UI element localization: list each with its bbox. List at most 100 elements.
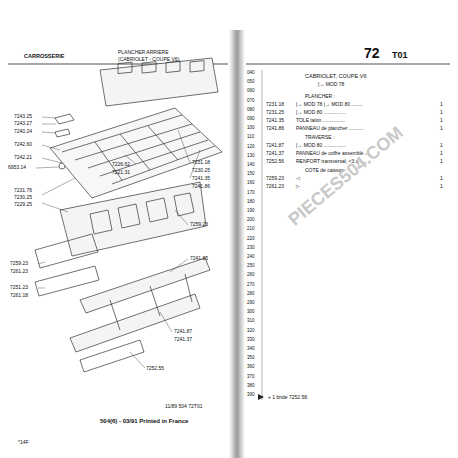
- line-number: 240: [247, 255, 255, 260]
- header-rule: [246, 64, 450, 65]
- parts-table-cell: 1: [440, 159, 443, 164]
- callout-number: 7240.24: [14, 129, 32, 134]
- callout-number: 7252.55: [146, 366, 164, 371]
- line-number: 340: [247, 347, 255, 352]
- parts-table-cell: ▷: [296, 184, 300, 189]
- callout-number: 7241.35: [192, 176, 210, 181]
- parts-table-cell: 1: [440, 143, 443, 148]
- callout-number: 7261.18: [10, 293, 28, 298]
- line-number: 210: [247, 227, 255, 232]
- column-rule: [262, 70, 263, 400]
- parts-table-cell: 1: [440, 102, 443, 107]
- line-number: 330: [247, 338, 255, 343]
- page-footer: 11/89 504 72T01: [165, 404, 202, 409]
- callout-number: 7231.18: [192, 160, 210, 165]
- line-number: 130: [247, 154, 255, 159]
- parts-table-cell: PANNEAU de plancher ...........: [296, 126, 364, 131]
- line-number: 310: [247, 319, 255, 324]
- page-header: PLANCHER ARRIERE: [118, 50, 169, 55]
- parts-table-cell: 7252.56: [266, 159, 284, 164]
- callout-number: 7251.23: [10, 285, 28, 290]
- callout-number: 7229.25: [14, 202, 32, 207]
- callout-number: 7241.87: [174, 329, 192, 334]
- line-number: 260: [247, 273, 255, 278]
- parts-table-cell: 1: [440, 176, 443, 181]
- line-number: 090: [247, 117, 255, 122]
- leader-lines: [36, 117, 200, 368]
- line-number: 280: [247, 292, 255, 297]
- line-number: 290: [247, 301, 255, 306]
- parts-table-cell: 7259.23: [266, 176, 284, 181]
- line-number: 110: [247, 135, 254, 140]
- parts-table-cell: 7231.18: [266, 102, 284, 107]
- line-number: 180: [247, 200, 255, 205]
- parts-table-cell: TRAVERSE :: [305, 135, 334, 140]
- line-number: 050: [247, 80, 255, 85]
- line-number: 370: [247, 375, 255, 380]
- parts-table-cell: 1: [440, 118, 443, 123]
- parts-table-cell: CABRIOLET, COUPE V6: [305, 74, 366, 80]
- callout-number: 7241.86: [192, 184, 210, 189]
- callout-number: 7242.60: [14, 142, 32, 147]
- line-number: 350: [247, 356, 255, 361]
- callout-number: 7226.62: [112, 162, 130, 167]
- page-header: 72: [364, 46, 380, 60]
- line-number: 170: [247, 191, 255, 196]
- line-number: 160: [247, 181, 255, 186]
- parts-table-cell: TOLE talon ................: [296, 118, 345, 123]
- line-number: 120: [247, 145, 255, 150]
- callout-number: 7259.23: [10, 261, 28, 266]
- parts-table-cell: 1: [440, 184, 443, 189]
- parts-table-cell: |→ MOD 80 ................: [296, 110, 346, 115]
- parts-table-cell: 1: [440, 151, 443, 156]
- line-number: 060: [247, 89, 255, 94]
- page-header: (CABRIOLET - COUPE V6): [118, 57, 179, 62]
- parts-table-cell: 7261.23: [266, 184, 284, 189]
- line-number: 270: [247, 283, 255, 288]
- line-number: 190: [247, 209, 255, 214]
- callout-number: 6953.14: [8, 165, 26, 170]
- page-footer: + 1 bride 7252.58.: [268, 395, 308, 400]
- parts-table-cell: 1: [440, 110, 443, 115]
- parts-table-cell: 7241.87: [266, 143, 284, 148]
- book-spine: [229, 30, 245, 458]
- callout-number: 7243.25: [14, 114, 32, 119]
- line-number: 080: [247, 108, 255, 113]
- line-number: 320: [247, 329, 255, 334]
- callout-number: 7259.23: [190, 222, 208, 227]
- parts-table-cell: 7241.37: [266, 151, 284, 156]
- parts-table-cell: ◁: [296, 176, 300, 181]
- parts-table-cell: |→ MOD 78 |→ MOD 80 ........: [296, 102, 363, 107]
- line-number: 150: [247, 172, 255, 177]
- page-footer: 504(6) - 03/91 Printed in France: [100, 418, 188, 424]
- floor-parts: [35, 58, 222, 372]
- line-number: 250: [247, 264, 255, 269]
- line-number: 230: [247, 246, 255, 251]
- callout-number: 7230.25: [14, 195, 32, 200]
- callout-number: 7221.31: [112, 170, 130, 175]
- parts-table-cell: 1: [440, 126, 443, 131]
- callout-number: 7243.27: [14, 121, 32, 126]
- line-number: 100: [247, 126, 255, 131]
- line-number: 070: [247, 99, 255, 104]
- callout-number: 7261.23: [10, 269, 28, 274]
- line-number: 380: [247, 384, 255, 389]
- callout-number: 7241.37: [174, 337, 192, 342]
- callout-number: 7230.25: [192, 168, 210, 173]
- line-number: 300: [247, 310, 255, 315]
- parts-table-cell: 7241.35: [266, 118, 284, 123]
- parts-table-cell: 7231.25: [266, 110, 284, 115]
- page-header: CARROSSERIE: [24, 54, 64, 60]
- parts-table-cell: |→ MOD 80 ................: [296, 143, 346, 148]
- line-number: 390: [247, 393, 255, 398]
- line-number: 200: [247, 218, 255, 223]
- parts-table-cell: 7241.86: [266, 126, 284, 131]
- parts-table-cell: PLANCHER :: [305, 94, 335, 99]
- callout-number: 7231.76: [14, 188, 32, 193]
- parts-table-cell: |→ MOD 78: [318, 82, 344, 87]
- line-number: 220: [247, 237, 255, 242]
- line-number: 140: [247, 163, 255, 168]
- page-footer: *14F: [18, 440, 29, 445]
